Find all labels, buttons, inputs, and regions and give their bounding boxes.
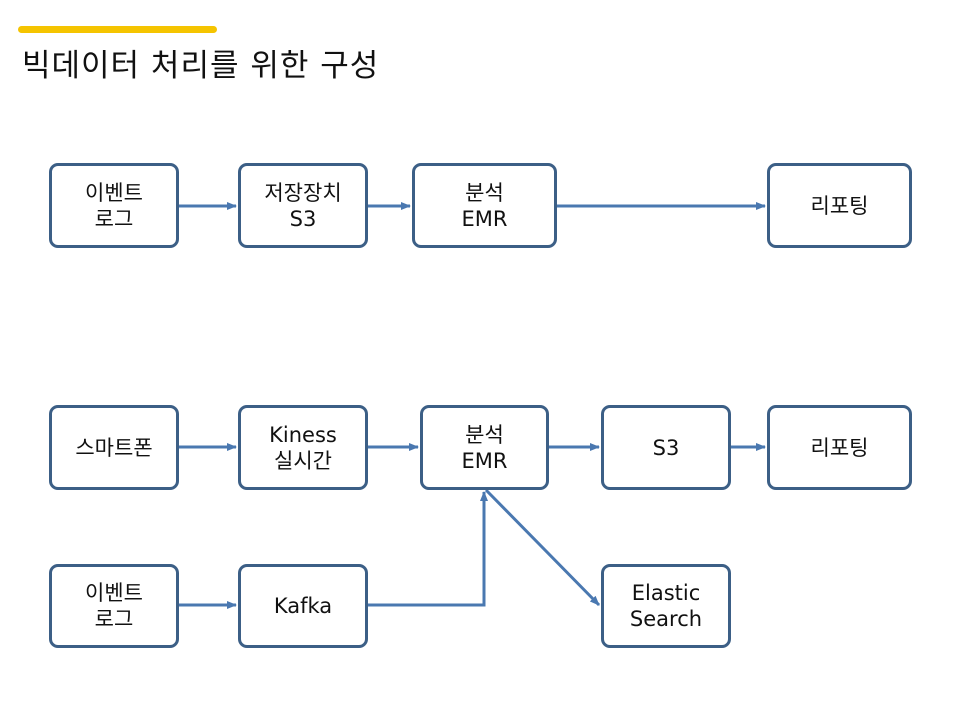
node-analysis-emr-line1: 분석 (465, 180, 504, 205)
node-s3: S3 (601, 405, 731, 490)
node-smartphone: 스마트폰 (49, 405, 179, 490)
node-elastic-search-line1: Elastic (631, 581, 701, 605)
node-reporting: 리포팅 (767, 163, 912, 248)
node-storage-s3-line2: S3 (289, 206, 317, 231)
node-event-log-line1: 이벤트 (85, 180, 143, 205)
node-event-log-kafka-line2: 로그 (94, 607, 134, 631)
node-kinesis-realtime: Kiness 실시간 (238, 405, 368, 490)
node-analysis-emr-realtime-line2: EMR (461, 448, 508, 473)
node-analysis-emr-line2: EMR (461, 206, 508, 231)
node-kafka: Kafka (238, 564, 368, 648)
node-event-log-kafka: 이벤트 로그 (49, 564, 179, 648)
node-storage-s3: 저장장치 S3 (238, 163, 368, 248)
slide-title: 빅데이터 처리를 위한 구성 (22, 48, 380, 84)
node-kinesis-realtime-line1: Kiness (269, 422, 337, 447)
node-kinesis-realtime-line2: 실시간 (274, 448, 332, 473)
node-elastic-search-line2: Search (629, 607, 703, 631)
node-s3-line1: S3 (652, 435, 680, 460)
node-storage-s3-line1: 저장장치 (264, 180, 342, 205)
node-kafka-line1: Kafka (273, 594, 333, 618)
node-analysis-emr-realtime: 분석 EMR (420, 405, 549, 490)
node-smartphone-line1: 스마트폰 (75, 435, 153, 460)
node-analysis-emr-realtime-line1: 분석 (465, 422, 504, 447)
node-reporting-line1: 리포팅 (810, 193, 869, 218)
node-event-log-kafka-line1: 이벤트 (85, 581, 143, 605)
node-analysis-emr: 분석 EMR (412, 163, 557, 248)
title-accent-bar (18, 26, 217, 33)
edge-d2-kafka-to-emr (368, 491, 488, 607)
node-elastic-search: Elastic Search (601, 564, 731, 648)
node-reporting-realtime: 리포팅 (767, 405, 912, 490)
node-event-log: 이벤트 로그 (49, 163, 179, 248)
node-reporting-realtime-line1: 리포팅 (810, 435, 869, 460)
node-event-log-line2: 로그 (94, 206, 134, 231)
edge-d2-emr-to-elastic (484, 488, 601, 607)
